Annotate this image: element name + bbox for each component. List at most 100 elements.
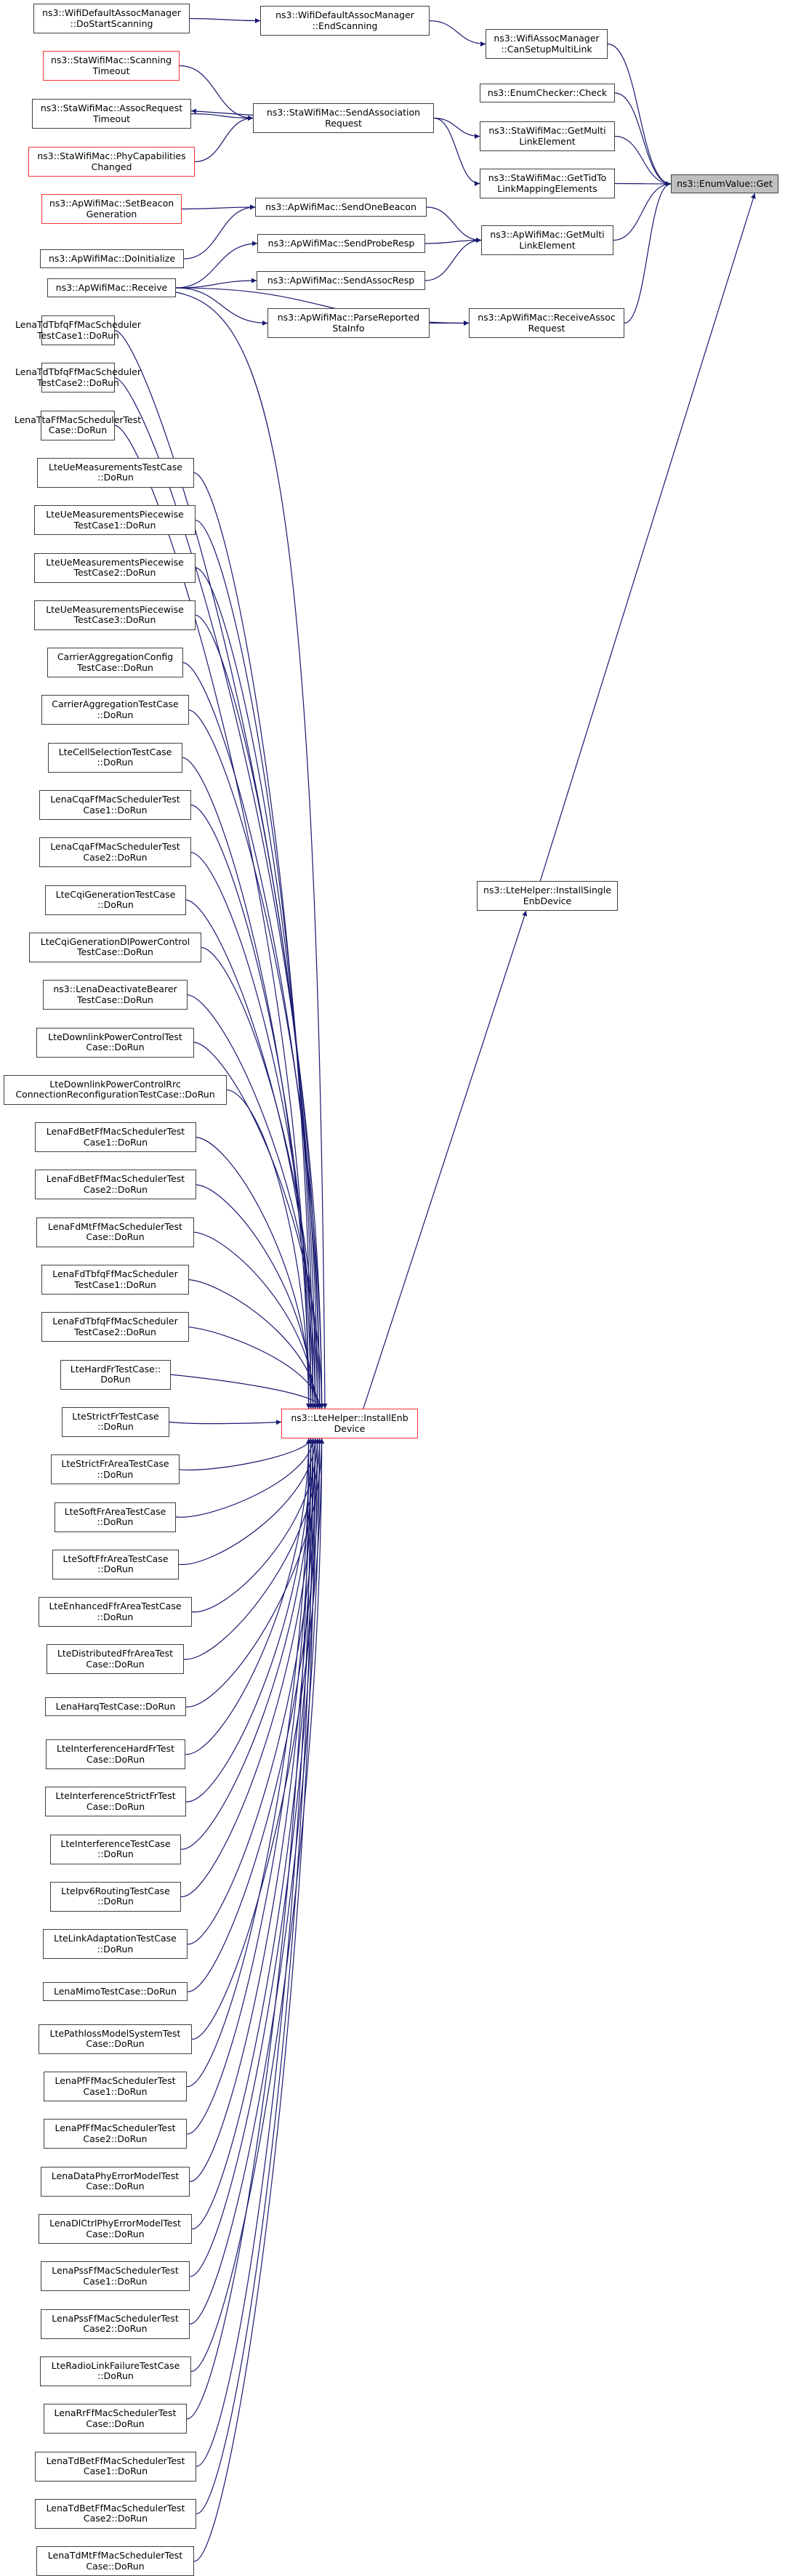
graph-node-lenarrffmacschedulertest-case-dorun[interactable]: LenaRrFfMacSchedulerTest Case::DoRun <box>44 2404 187 2434</box>
edge-t47-to-installEnb <box>193 1438 318 2562</box>
graph-node-ltehardfrtestcase-dorun[interactable]: LteHardFrTestCase:: DoRun <box>60 1359 171 1390</box>
graph-node-lenafdbetffmacschedulertest-case1-dorun[interactable]: LenaFdBetFfMacSchedulerTest Case1::DoRun <box>35 1122 196 1153</box>
graph-node-ns3-apwifimac-doinitialize[interactable]: ns3::ApWifiMac::DoInitialize <box>40 249 184 268</box>
graph-node-ns3-lenadeactivatebearer-testcase-dorun[interactable]: ns3::LenaDeactivateBearer TestCase::DoRu… <box>43 980 188 1010</box>
node-label: LteUeMeasurementsPiecewise TestCase1::Do… <box>46 509 184 531</box>
node-label: ns3::WifiDefaultAssocManager ::EndScanni… <box>275 9 414 31</box>
graph-node-lteinterferencehardfrtest-case-dorun[interactable]: LteInterferenceHardFrTest Case::DoRun <box>46 1739 185 1769</box>
graph-node-ns3-apwifimac-receive[interactable]: ns3::ApWifiMac::Receive <box>47 278 176 297</box>
node-label: ns3::StaWifiMac::GetTidTo LinkMappingEle… <box>488 172 607 194</box>
graph-node-carrieraggregationtestcase-dorun[interactable]: CarrierAggregationTestCase ::DoRun <box>41 695 189 725</box>
graph-node-lenaharqtestcase-dorun[interactable]: LenaHarqTestCase::DoRun <box>45 1697 186 1717</box>
graph-node-lenapfffmacschedulertest-case1-dorun[interactable]: LenaPfFfMacSchedulerTest Case1::DoRun <box>44 2072 187 2102</box>
graph-node-ltestrictfrtestcase-dorun[interactable]: LteStrictFrTestCase ::DoRun <box>62 1406 169 1437</box>
graph-node-ns3-apwifimac-sendassocresp[interactable]: ns3::ApWifiMac::SendAssocResp <box>257 271 425 290</box>
node-label: LenaTdTbfqFfMacScheduler TestCase2::DoRu… <box>15 366 141 388</box>
node-label: LteDistributedFfrAreaTest Case::DoRun <box>57 1648 174 1670</box>
node-label: LteHardFrTestCase:: DoRun <box>70 1363 161 1385</box>
node-label: LteSoftFfrAreaTestCase ::DoRun <box>63 1553 169 1575</box>
node-label: LenaDlCtrlPhyErrorModelTest Case::DoRun <box>49 2218 181 2239</box>
graph-node-lenafdtbfqffmacscheduler-testcase1-dorun[interactable]: LenaFdTbfqFfMacScheduler TestCase1::DoRu… <box>41 1265 189 1295</box>
graph-node-lteipv6routingtestcase-dorun[interactable]: LteIpv6RoutingTestCase ::DoRun <box>50 1881 181 1912</box>
node-label: LenaTdBetFfMacSchedulerTest Case2::DoRun <box>46 2502 185 2524</box>
graph-node-ns3-wifidefaultassocmanager-dostartscanning[interactable]: ns3::WifiDefaultAssocManager ::DoStartSc… <box>33 4 190 33</box>
graph-node-lenatdbetffmacschedulertest-case1-dorun[interactable]: LenaTdBetFfMacSchedulerTest Case1::DoRun <box>35 2451 196 2482</box>
graph-node-lteradiolinkfailuretestcase-dorun[interactable]: LteRadioLinkFailureTestCase ::DoRun <box>40 2356 191 2386</box>
graph-node-lenatdtbfqffmacscheduler-testcase2-dorun[interactable]: LenaTdTbfqFfMacScheduler TestCase2::DoRu… <box>15 363 141 393</box>
graph-node-lteenhancedffrareatestcase-dorun[interactable]: LteEnhancedFfrAreaTestCase ::DoRun <box>39 1597 192 1627</box>
graph-node-ltedistributedffrareatest-case-dorun[interactable]: LteDistributedFfrAreaTest Case::DoRun <box>47 1644 184 1675</box>
graph-node-ltesoftfrareatestcase-dorun[interactable]: LteSoftFrAreaTestCase ::DoRun <box>55 1502 176 1532</box>
graph-node-lenatdbetffmacschedulertest-case2-dorun[interactable]: LenaTdBetFfMacSchedulerTest Case2::DoRun <box>35 2498 196 2529</box>
graph-node-ns3-stawifimac-sendassociation-request[interactable]: ns3::StaWifiMac::SendAssociation Request <box>253 103 434 133</box>
graph-node-ltedownlinkpowercontroltest-case-dorun[interactable]: LteDownlinkPowerControlTest Case::DoRun <box>36 1027 194 1058</box>
graph-node-lenamimotestcase-dorun[interactable]: LenaMimoTestCase::DoRun <box>43 1982 188 2001</box>
graph-node-lenapssffmacschedulertest-case1-dorun[interactable]: LenaPssFfMacSchedulerTest Case1::DoRun <box>41 2261 190 2292</box>
graph-node-ltedownlinkpowercontrolrrc-connectionreconfigurationtestcase-dorun[interactable]: LteDownlinkPowerControlRrc ConnectionRec… <box>4 1074 227 1105</box>
graph-node-lenatdtbfqffmacscheduler-testcase1-dorun[interactable]: LenaTdTbfqFfMacScheduler TestCase1::DoRu… <box>15 315 141 345</box>
node-label: LteCqiGenerationTestCase ::DoRun <box>55 888 176 911</box>
graph-node-lenafdmtffmacschedulertest-case-dorun[interactable]: LenaFdMtFfMacSchedulerTest Case::DoRun <box>36 1217 194 1247</box>
graph-node-ltelinkadaptationtestcase-dorun[interactable]: LteLinkAdaptationTestCase ::DoRun <box>43 1929 188 1960</box>
edge-receive-to-parseSta <box>175 287 268 326</box>
graph-node-ltecqigenerationdlpowercontrol-testcase-dorun[interactable]: LteCqiGenerationDlPowerControl TestCase:… <box>29 932 201 962</box>
graph-node-ns3-stawifimac-gettidto-linkmappingelements[interactable]: ns3::StaWifiMac::GetTidTo LinkMappingEle… <box>480 169 615 198</box>
graph-node-lenafdbetffmacschedulertest-case2-dorun[interactable]: LenaFdBetFfMacSchedulerTest Case2::DoRun <box>35 1170 196 1200</box>
graph-node-carrieraggregationconfig-testcase-dorun[interactable]: CarrierAggregationConfig TestCase::DoRun <box>47 648 183 678</box>
graph-node-ns3-wifiassocmanager-cansetupmultilink[interactable]: ns3::WifiAssocManager ::CanSetupMultiLin… <box>486 29 608 59</box>
graph-node-ns3-apwifimac-setbeacon-generation[interactable]: ns3::ApWifiMac::SetBeacon Generation <box>41 194 182 224</box>
graph-node-ns3-apwifimac-sendproberesp[interactable]: ns3::ApWifiMac::SendProbeResp <box>257 234 425 253</box>
graph-node-ns3-ltehelper-installsingle-enbdevice[interactable]: ns3::LteHelper::InstallSingle EnbDevice <box>477 881 618 911</box>
graph-node-lenattaffmacschedulertest-case-dorun[interactable]: LenaTtaFfMacSchedulerTest Case::DoRun <box>15 410 141 440</box>
graph-node-lenafdtbfqffmacscheduler-testcase2-dorun[interactable]: LenaFdTbfqFfMacScheduler TestCase2::DoRu… <box>41 1312 189 1343</box>
graph-node-lteuemeasurementspiecewise-testcase3-dorun[interactable]: LteUeMeasurementsPiecewise TestCase3::Do… <box>34 600 196 630</box>
graph-node-ns3-stawifimac-scanning-timeout[interactable]: ns3::StaWifiMac::Scanning Timeout <box>43 51 180 81</box>
graph-node-lteinterferencestrictfrtest-case-dorun[interactable]: LteInterferenceStrictFrTest Case::DoRun <box>45 1787 186 1817</box>
graph-node-ns3-enumchecker-check[interactable]: ns3::EnumChecker::Check <box>480 84 615 102</box>
graph-node-ns3-stawifimac-getmulti-linkelement[interactable]: ns3::StaWifiMac::GetMulti LinkElement <box>480 121 615 151</box>
node-label: LteUeMeasurementsPiecewise TestCase2::Do… <box>46 556 184 578</box>
node-label: LteSoftFrAreaTestCase ::DoRun <box>64 1505 166 1527</box>
edge-t16-to-installEnb <box>226 1089 312 1409</box>
node-label: ns3::ApWifiMac::Receive <box>55 281 168 293</box>
graph-node-lenacqaffmacschedulertest-case1-dorun[interactable]: LenaCqaFfMacSchedulerTest Case1::DoRun <box>39 790 191 820</box>
graph-node-ltestrictfrareatestcase-dorun[interactable]: LteStrictFrAreaTestCase ::DoRun <box>51 1454 180 1485</box>
graph-node-ns3-stawifimac-phycapabilities-changed[interactable]: ns3::StaWifiMac::PhyCapabilities Changed <box>28 147 195 177</box>
node-label: LenaMimoTestCase::DoRun <box>54 1985 177 1997</box>
graph-node-lteuemeasurementstestcase-dorun[interactable]: LteUeMeasurementsTestCase ::DoRun <box>37 457 194 488</box>
node-label: ns3::StaWifiMac::Scanning Timeout <box>50 55 172 76</box>
graph-node-lenacqaffmacschedulertest-case2-dorun[interactable]: LenaCqaFfMacSchedulerTest Case2::DoRun <box>39 837 191 868</box>
graph-node-ns3-stawifimac-assocrequest-timeout[interactable]: ns3::StaWifiMac::AssocRequest Timeout <box>32 99 191 129</box>
graph-node-ns3-ltehelper-installenb-device[interactable]: ns3::LteHelper::InstallEnb Device <box>281 1409 418 1438</box>
node-label: LenaTdBetFfMacSchedulerTest Case1::DoRun <box>46 2455 185 2476</box>
graph-node-ns3-wifidefaultassocmanager-endscanning[interactable]: ns3::WifiDefaultAssocManager ::EndScanni… <box>260 6 430 36</box>
graph-node-ns3-apwifimac-parsereported-stainfo[interactable]: ns3::ApWifiMac::ParseReported StaInfo <box>267 308 430 338</box>
graph-node-ltecellselectiontestcase-dorun[interactable]: LteCellSelectionTestCase ::DoRun <box>48 742 182 773</box>
graph-node-lenadlctrlphyerrormodeltest-case-dorun[interactable]: LenaDlCtrlPhyErrorModelTest Case::DoRun <box>39 2214 192 2244</box>
edge-setBeacon-to-sendOneBeacon <box>181 204 256 210</box>
graph-node-lteuemeasurementspiecewise-testcase1-dorun[interactable]: LteUeMeasurementsPiecewise TestCase1::Do… <box>34 505 196 536</box>
graph-node-ltesoftffrareatestcase-dorun[interactable]: LteSoftFfrAreaTestCase ::DoRun <box>52 1549 179 1579</box>
graph-node-ns3-apwifimac-sendonebeacon[interactable]: ns3::ApWifiMac::SendOneBeacon <box>255 198 427 217</box>
graph-node-lenapfffmacschedulertest-case2-dorun[interactable]: LenaPfFfMacSchedulerTest Case2::DoRun <box>44 2119 187 2149</box>
graph-node-ns3-apwifimac-receiveassoc-request[interactable]: ns3::ApWifiMac::ReceiveAssoc Request <box>469 308 624 338</box>
node-label: ns3::LenaDeactivateBearer TestCase::DoRu… <box>53 983 177 1005</box>
edge-t29-to-installEnb <box>185 1438 325 1707</box>
edge-t26-to-installEnb <box>178 1438 318 1565</box>
edge-t39-to-installEnb <box>189 1438 316 2182</box>
graph-node-ns3-apwifimac-getmulti-linkelement[interactable]: ns3::ApWifiMac::GetMulti LinkElement <box>481 225 613 255</box>
node-label: ns3::WifiAssocManager ::CanSetupMultiLin… <box>494 33 600 55</box>
graph-node-lteinterferencetestcase-dorun[interactable]: LteInterferenceTestCase ::DoRun <box>50 1834 181 1864</box>
graph-node-lenadataphyerrormodeltest-case-dorun[interactable]: LenaDataPhyErrorModelTest Case::DoRun <box>41 2166 190 2197</box>
edge-t2-to-installEnb <box>114 424 312 1409</box>
edge-t43-to-installEnb <box>190 1438 325 2372</box>
edge-t32-to-installEnb <box>180 1438 316 1850</box>
graph-node-ltecqigenerationtestcase-dorun[interactable]: LteCqiGenerationTestCase ::DoRun <box>45 885 186 915</box>
graph-node-lenapssffmacschedulertest-case2-dorun[interactable]: LenaPssFfMacSchedulerTest Case2::DoRun <box>41 2309 190 2339</box>
node-label: LteCellSelectionTestCase ::DoRun <box>58 746 172 768</box>
graph-node-ltepathlossmodelsystemtest-case-dorun[interactable]: LtePathlossModelSystemTest Case::DoRun <box>39 2024 192 2054</box>
graph-node-lenatdmtffmacschedulertest-case-dorun[interactable]: LenaTdMtFfMacSchedulerTest Case::DoRun <box>36 2546 194 2576</box>
graph-node-lteuemeasurementspiecewise-testcase2-dorun[interactable]: LteUeMeasurementsPiecewise TestCase2::Do… <box>34 552 196 583</box>
node-label: ns3::EnumValue::Get <box>677 177 773 189</box>
node-label: CarrierAggregationConfig TestCase::DoRun <box>57 651 174 673</box>
